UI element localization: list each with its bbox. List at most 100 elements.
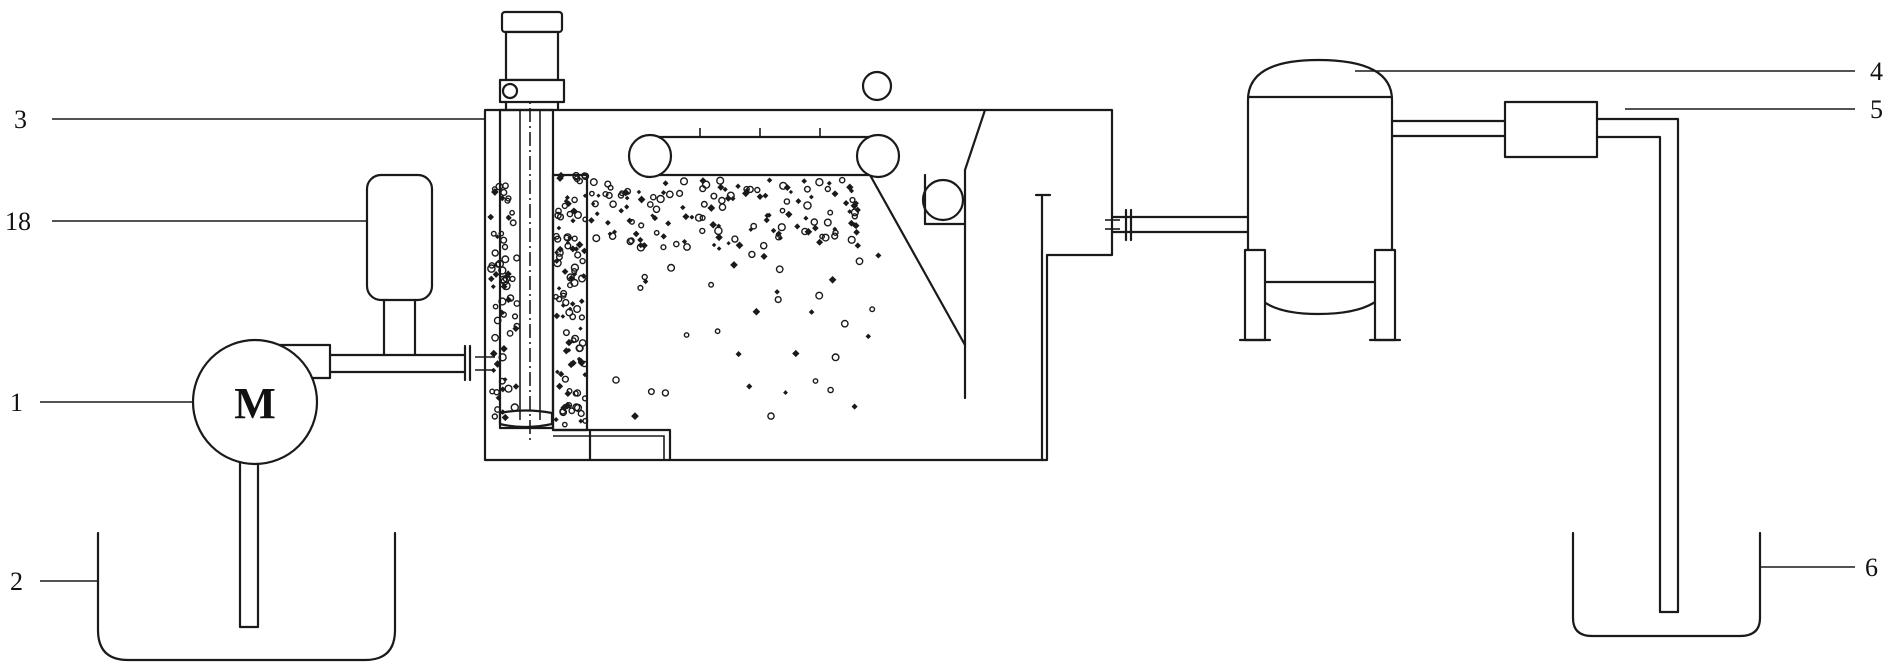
particle bbox=[853, 200, 859, 207]
bubble bbox=[509, 275, 516, 283]
bubble bbox=[628, 237, 635, 245]
suction-pipe bbox=[238, 453, 260, 629]
bubble bbox=[570, 263, 580, 272]
particle bbox=[594, 211, 600, 217]
bubble bbox=[494, 406, 501, 413]
bubble bbox=[554, 211, 562, 220]
bubble bbox=[566, 282, 574, 289]
bubble bbox=[573, 305, 582, 314]
particle bbox=[875, 252, 882, 259]
bubble bbox=[561, 421, 568, 428]
particle bbox=[752, 307, 761, 316]
bubble bbox=[491, 249, 499, 257]
particle bbox=[783, 390, 788, 395]
particle bbox=[770, 227, 777, 234]
bubble bbox=[650, 193, 657, 201]
bubble bbox=[626, 237, 634, 246]
particle bbox=[746, 383, 753, 390]
bubble bbox=[851, 213, 858, 220]
particle bbox=[716, 246, 722, 251]
bubble bbox=[510, 403, 519, 412]
bubble bbox=[815, 291, 824, 300]
bubble bbox=[700, 200, 708, 208]
bubble bbox=[560, 292, 567, 299]
bubble bbox=[589, 190, 595, 197]
bubble bbox=[869, 306, 876, 313]
bubble bbox=[779, 181, 788, 190]
bubble bbox=[708, 281, 715, 288]
particle bbox=[581, 247, 588, 255]
bubble bbox=[660, 244, 667, 251]
bubble bbox=[827, 209, 834, 216]
bubble bbox=[831, 232, 839, 240]
particle bbox=[624, 204, 630, 210]
bubble bbox=[571, 235, 578, 242]
bubble bbox=[509, 219, 517, 227]
particle bbox=[560, 314, 566, 319]
bubble bbox=[562, 298, 570, 307]
bubble bbox=[838, 176, 846, 184]
particle bbox=[588, 217, 595, 224]
bubble bbox=[812, 378, 819, 384]
bubble bbox=[576, 344, 584, 352]
bubble bbox=[571, 334, 580, 343]
particle bbox=[865, 333, 872, 340]
bubble bbox=[566, 210, 574, 218]
bubble bbox=[495, 182, 504, 191]
bubble bbox=[500, 188, 508, 197]
bubble bbox=[572, 390, 579, 397]
particle bbox=[853, 228, 860, 236]
bubble bbox=[641, 273, 648, 281]
bubble bbox=[604, 180, 612, 188]
bubble bbox=[810, 218, 819, 226]
particle bbox=[565, 338, 573, 347]
bubble bbox=[775, 265, 784, 274]
particle bbox=[567, 306, 573, 312]
bubble bbox=[699, 185, 707, 193]
particle bbox=[500, 283, 508, 290]
particle bbox=[553, 312, 561, 320]
particle bbox=[557, 370, 565, 378]
bubble bbox=[661, 389, 670, 397]
bubble bbox=[774, 296, 782, 304]
label-18: 18 bbox=[5, 207, 31, 236]
particle bbox=[569, 359, 577, 367]
bubble bbox=[589, 178, 598, 187]
particle bbox=[578, 418, 584, 424]
feed-tank bbox=[96, 531, 397, 662]
bubble bbox=[573, 403, 583, 413]
bubble bbox=[501, 255, 510, 264]
bubble bbox=[855, 257, 864, 266]
particle bbox=[560, 302, 566, 308]
bubble bbox=[683, 243, 691, 251]
particle bbox=[808, 194, 814, 200]
bubble bbox=[675, 189, 684, 198]
particle bbox=[488, 275, 495, 283]
bubble bbox=[612, 376, 620, 384]
bubble bbox=[608, 232, 617, 240]
bubble bbox=[582, 417, 589, 424]
particle bbox=[707, 204, 716, 212]
bubble bbox=[578, 314, 586, 321]
bubble bbox=[573, 389, 582, 397]
particle bbox=[766, 177, 773, 183]
particle bbox=[571, 208, 579, 215]
bubble bbox=[576, 177, 584, 185]
particle bbox=[735, 351, 742, 358]
inline-unit bbox=[1503, 100, 1599, 159]
bubble bbox=[574, 210, 583, 219]
bubble bbox=[629, 218, 636, 225]
particle bbox=[763, 216, 770, 224]
particle bbox=[637, 236, 644, 243]
particle bbox=[826, 180, 832, 186]
bubble bbox=[783, 198, 791, 205]
bubble bbox=[731, 235, 739, 243]
particle bbox=[493, 360, 502, 368]
bubble bbox=[513, 254, 521, 262]
bubble bbox=[602, 191, 609, 198]
particle bbox=[490, 284, 496, 290]
label-2: 2 bbox=[10, 567, 23, 596]
bubble bbox=[563, 234, 570, 241]
bubble bbox=[559, 289, 568, 298]
particle bbox=[735, 241, 744, 250]
